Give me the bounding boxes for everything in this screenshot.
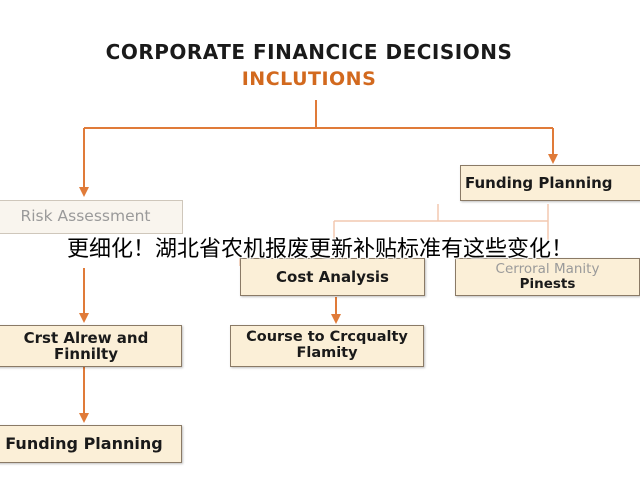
node-course-to-crcqualty: Course to Crcqualty Flamity [230,325,424,367]
diagram-title: CORPORATE FINANCICE DECISIONS [105,40,513,64]
node-label: Funding Planning [5,434,163,454]
node-label-line2: Pinests [519,276,576,292]
node-risk-assessment: Risk Assessment [0,200,183,234]
node-label: Risk Assessment [20,207,151,226]
node-funding-planning-right: Funding Planning [460,165,640,201]
node-label: Funding Planning [465,173,613,192]
node-label-line1: Cerroral Manity [495,261,600,278]
node-cost-analysis: Cost Analysis [240,258,425,296]
node-crst-alrew: Crst Alrew and Finnilty [0,325,182,367]
node-label-line1: Course to Crcqualty [246,329,408,346]
node-label-line2: Flamity [296,345,358,361]
diagram-subtitle: INCLUTIONS [241,68,377,90]
node-label: Cost Analysis [276,267,389,286]
node-cerroral-manity: Cerroral Manity Pinests [455,258,640,296]
overlay-caption: 更细化！湖北省农机报废更新补贴标准有这些变化！ [66,237,573,262]
main-connectors [79,100,558,423]
node-funding-planning-left: Funding Planning [0,425,182,463]
node-label-line2: Finnilty [54,345,118,363]
node-label-line1: Crst Alrew and [23,328,149,347]
